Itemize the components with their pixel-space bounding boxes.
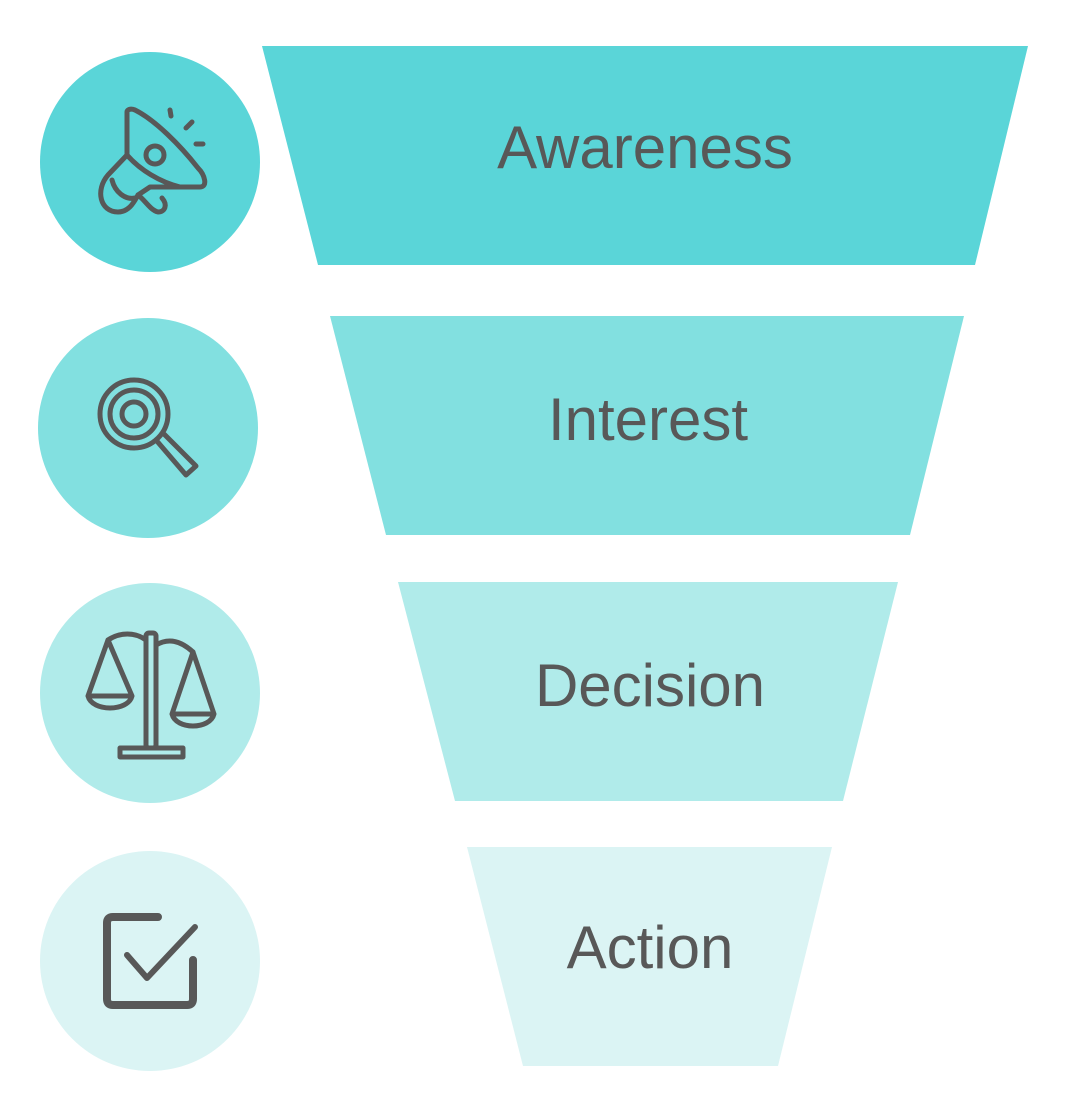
magnifier-icon (97, 377, 199, 478)
stage-action: Action (40, 847, 832, 1071)
stage-awareness: Awareness (40, 46, 1028, 272)
stage-label: Action (567, 914, 734, 981)
stage-label: Decision (535, 652, 765, 719)
stage-decision: Decision (40, 582, 898, 803)
funnel-segment (262, 46, 1028, 265)
funnel-segment (330, 316, 964, 535)
scales-icon (85, 630, 217, 760)
megaphone-icon (98, 106, 208, 215)
funnel-segment (467, 847, 832, 1066)
checkbox-icon (103, 913, 198, 1009)
stage-circle (38, 318, 258, 538)
stage-interest: Interest (38, 316, 964, 538)
stage-circle (40, 583, 260, 803)
stage-circle (40, 851, 260, 1071)
stage-label: Awareness (497, 114, 793, 181)
funnel-segment (398, 582, 898, 801)
stage-label: Interest (548, 386, 748, 453)
